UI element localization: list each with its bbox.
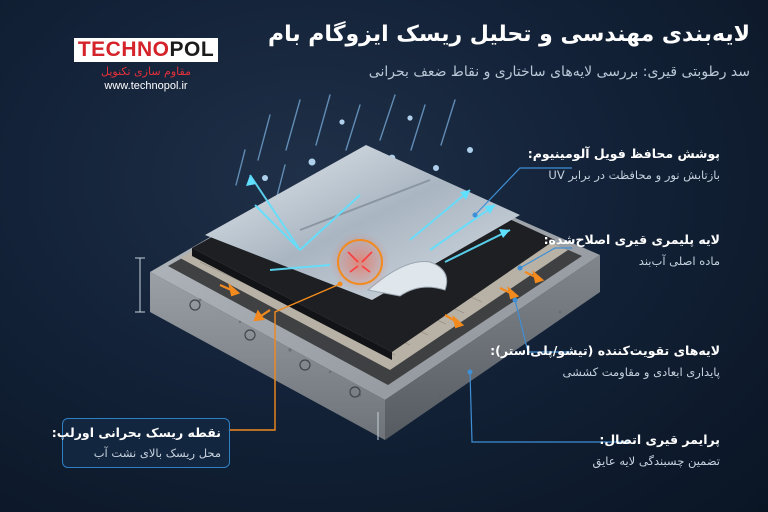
overlap-seam: [299, 179, 431, 231]
label-polymer-heading: لایه پلیمری قیری اصلاح‌شده:: [543, 232, 720, 247]
risk-arrows: [347, 251, 373, 273]
label-primer-heading: پرایمر قیری اتصال:: [599, 432, 720, 447]
label-foil-heading: پوشش محافظ فویل آلومینیوم:: [527, 146, 720, 161]
label-polymer-sub: ماده اصلی آب‌بند: [638, 254, 720, 268]
leader-lines: [469, 167, 630, 443]
leader-dots: [467, 212, 523, 375]
rebar-section: [189, 299, 361, 398]
risk-zone-ring: [337, 239, 383, 285]
logo-brand-dark: POL: [169, 38, 215, 61]
stress-arrows: [219, 269, 545, 329]
label-reinforce-heading: لایه‌های تقویت‌کننده (تیشو/پلی‌استر):: [490, 343, 720, 358]
foil-peel-curl: [366, 261, 448, 297]
logo-wordmark: TECHNOPOL: [73, 38, 219, 62]
logo-url: www.technopol.ir: [104, 80, 188, 92]
risk-callout-sub: محل ریسک بالای نشت آب: [93, 446, 221, 460]
logo-persian-text: مقاوم سازی تکنوپل: [101, 65, 191, 78]
risk-callout-heading: نقطه ریسک بحرانی اورلپ:: [51, 425, 221, 440]
risk-callout-box: نقطه ریسک بحرانی اورلپ: محل ریسک بالای ن…: [52, 418, 230, 468]
aluminium-foil-layer: [205, 145, 520, 300]
rain-streaks: [235, 94, 456, 201]
technopol-logo: TECHNOPOL مقاوم سازی تکنوپل www.technopo…: [68, 38, 224, 92]
label-reinforce-sub: پایداری ابعادی و مقاومت کششی: [562, 365, 720, 379]
reflected-light-rays: [249, 174, 511, 271]
thickness-dimension: [135, 257, 379, 440]
callout-leader-dot: [337, 281, 343, 287]
concrete-slab-right: [385, 255, 600, 440]
page-title: لایه‌بندی مهندسی و تحلیل ریسک ایزوگام با…: [268, 22, 750, 47]
logo-brand-red: TECHNO: [77, 38, 170, 61]
light-arrowheads: [246, 175, 510, 238]
label-foil-sub: بازتابش نور و محافظت در برابر UV: [548, 168, 720, 182]
page-subtitle: سد رطوبتی قیری: بررسی لایه‌های ساختاری و…: [368, 64, 750, 80]
concrete-slab-front: [150, 272, 385, 440]
label-primer-sub: تضمین چسبندگی لایه عایق: [592, 454, 721, 468]
callout-leader: [228, 283, 341, 431]
